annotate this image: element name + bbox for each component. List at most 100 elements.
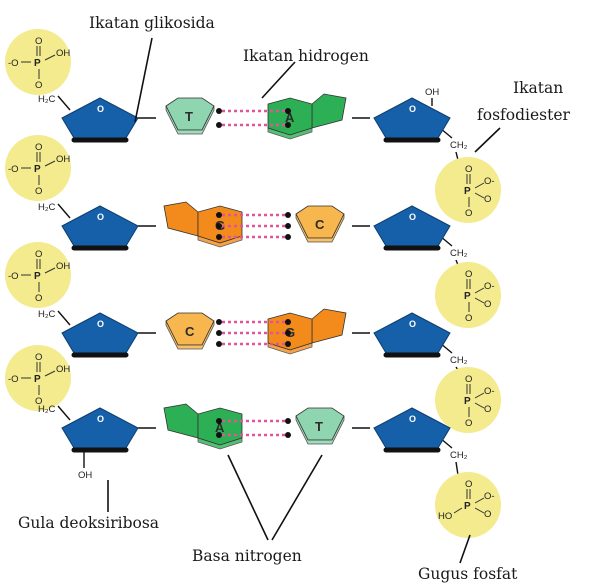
oxygen-symbol: O (35, 396, 42, 407)
pyrimidine-depth (295, 415, 345, 445)
label-fosfodiester: fosfodiester (477, 106, 570, 124)
single-bond (474, 182, 485, 189)
annotation-pointers (107, 37, 501, 564)
bond-atom (216, 223, 222, 229)
base-letter-T: T (315, 419, 323, 434)
oxygen-anion: O- (484, 386, 495, 397)
oxygen-symbol: O (484, 404, 491, 415)
single-bond (44, 370, 56, 377)
oxygen-anion: -O (8, 58, 19, 69)
oxygen-symbol: O (465, 374, 472, 385)
phosphorus-symbol: P (34, 271, 41, 282)
phosphate-labels: POO-OO (464, 164, 495, 219)
base-left-T: T (165, 97, 215, 135)
oxygen-symbol: O (465, 479, 472, 490)
ring-oxygen: O (409, 212, 416, 222)
backbone-bond (57, 203, 71, 219)
phosphate-circle (5, 242, 71, 308)
ring-oxygen: O (409, 104, 416, 114)
phosphate-groups (5, 29, 501, 538)
base-left-G: G (163, 201, 243, 248)
ring-oxygen: O (409, 319, 416, 329)
purine-pentagon (311, 308, 347, 344)
pyrimidine-depth (165, 105, 215, 135)
backbone-bond (57, 95, 71, 111)
oxygen-symbol: O (465, 313, 472, 324)
bond-atom (216, 319, 222, 325)
phosphate-circle (435, 367, 501, 433)
single-bond (44, 54, 56, 61)
oxygen-symbol: O (484, 194, 491, 205)
base-right-C: C (295, 205, 345, 243)
oxygen-symbol: O (35, 36, 42, 47)
phosphorus-symbol: P (34, 374, 41, 385)
oxygen-symbol: O (35, 142, 42, 153)
ch2-left: H₂C (38, 94, 56, 105)
bond-atom (216, 108, 222, 114)
phosphorus-symbol: P (34, 164, 41, 175)
single-bond (474, 392, 485, 399)
hydroxyl-symbol: OH (56, 154, 70, 165)
bond-atom (216, 122, 222, 128)
backbone-bond (57, 310, 71, 326)
purine-pentagon (163, 201, 199, 237)
bond-atom (216, 330, 222, 336)
pointer-hidrogen (261, 61, 296, 99)
sugar-top-oh: OH (425, 87, 439, 98)
oxygen-anion: -O (8, 374, 19, 385)
ring-oxygen: O (97, 319, 104, 329)
single-bond (474, 287, 485, 294)
hydroxyl-symbol: OH (56, 261, 70, 272)
oxygen-anion: -O (8, 271, 19, 282)
single-bond (44, 160, 56, 167)
pointer-fosfat (459, 534, 471, 564)
bond-atom (216, 341, 222, 347)
hydroxyl-symbol: OH (56, 48, 70, 59)
ring-oxygen: O (97, 104, 104, 114)
purine-depth (267, 342, 313, 355)
oxygen-anion: O- (484, 491, 495, 502)
label-ikatan-1: Ikatan (513, 79, 563, 97)
ch2-right: CH₂ (450, 450, 468, 461)
ring-oxygen: O (97, 414, 104, 424)
ch2-left: H₂C (38, 202, 56, 213)
pyrimidine-depth (295, 213, 345, 243)
oxygen-symbol: O (465, 418, 472, 429)
label-gula-deoksiribosa: Gula deoksiribosa (18, 514, 159, 532)
bond-atom (285, 418, 291, 424)
backbone-bond (57, 405, 71, 421)
phosphorus-symbol: P (464, 501, 471, 512)
ch2-left: H₂C (38, 309, 56, 320)
ch2-right: CH₂ (450, 140, 468, 151)
oxygen-symbol: O (484, 509, 491, 520)
base-letter-A: A (215, 420, 225, 435)
oxygen-anion: O- (484, 281, 495, 292)
single-bond (453, 507, 463, 514)
base-left-A: A (163, 403, 243, 450)
base-left-C: C (165, 312, 215, 350)
ch2-right: CH₂ (450, 248, 468, 259)
double-bond (474, 297, 485, 304)
phosphate-circle (435, 157, 501, 223)
pointer-fosfodiester (474, 127, 501, 153)
single-bond (44, 267, 56, 274)
hydroxyl-symbol: OH (56, 364, 70, 375)
hydrogen-bonds (216, 108, 291, 438)
oxygen-symbol: O (35, 186, 42, 197)
bond-atom (285, 212, 291, 218)
label-ikatan-hidrogen: Ikatan hidrogen (243, 47, 369, 65)
single-bond (474, 497, 485, 504)
bond-atom (285, 319, 291, 325)
phosphate-circle (435, 262, 501, 328)
oxygen-symbol: O (465, 208, 472, 219)
label-gugus-fosfat: Gugus fosfat (418, 565, 518, 583)
purine-pentagon (163, 403, 199, 439)
phosphate-circle (435, 472, 501, 538)
base-letter-C: C (315, 217, 325, 232)
